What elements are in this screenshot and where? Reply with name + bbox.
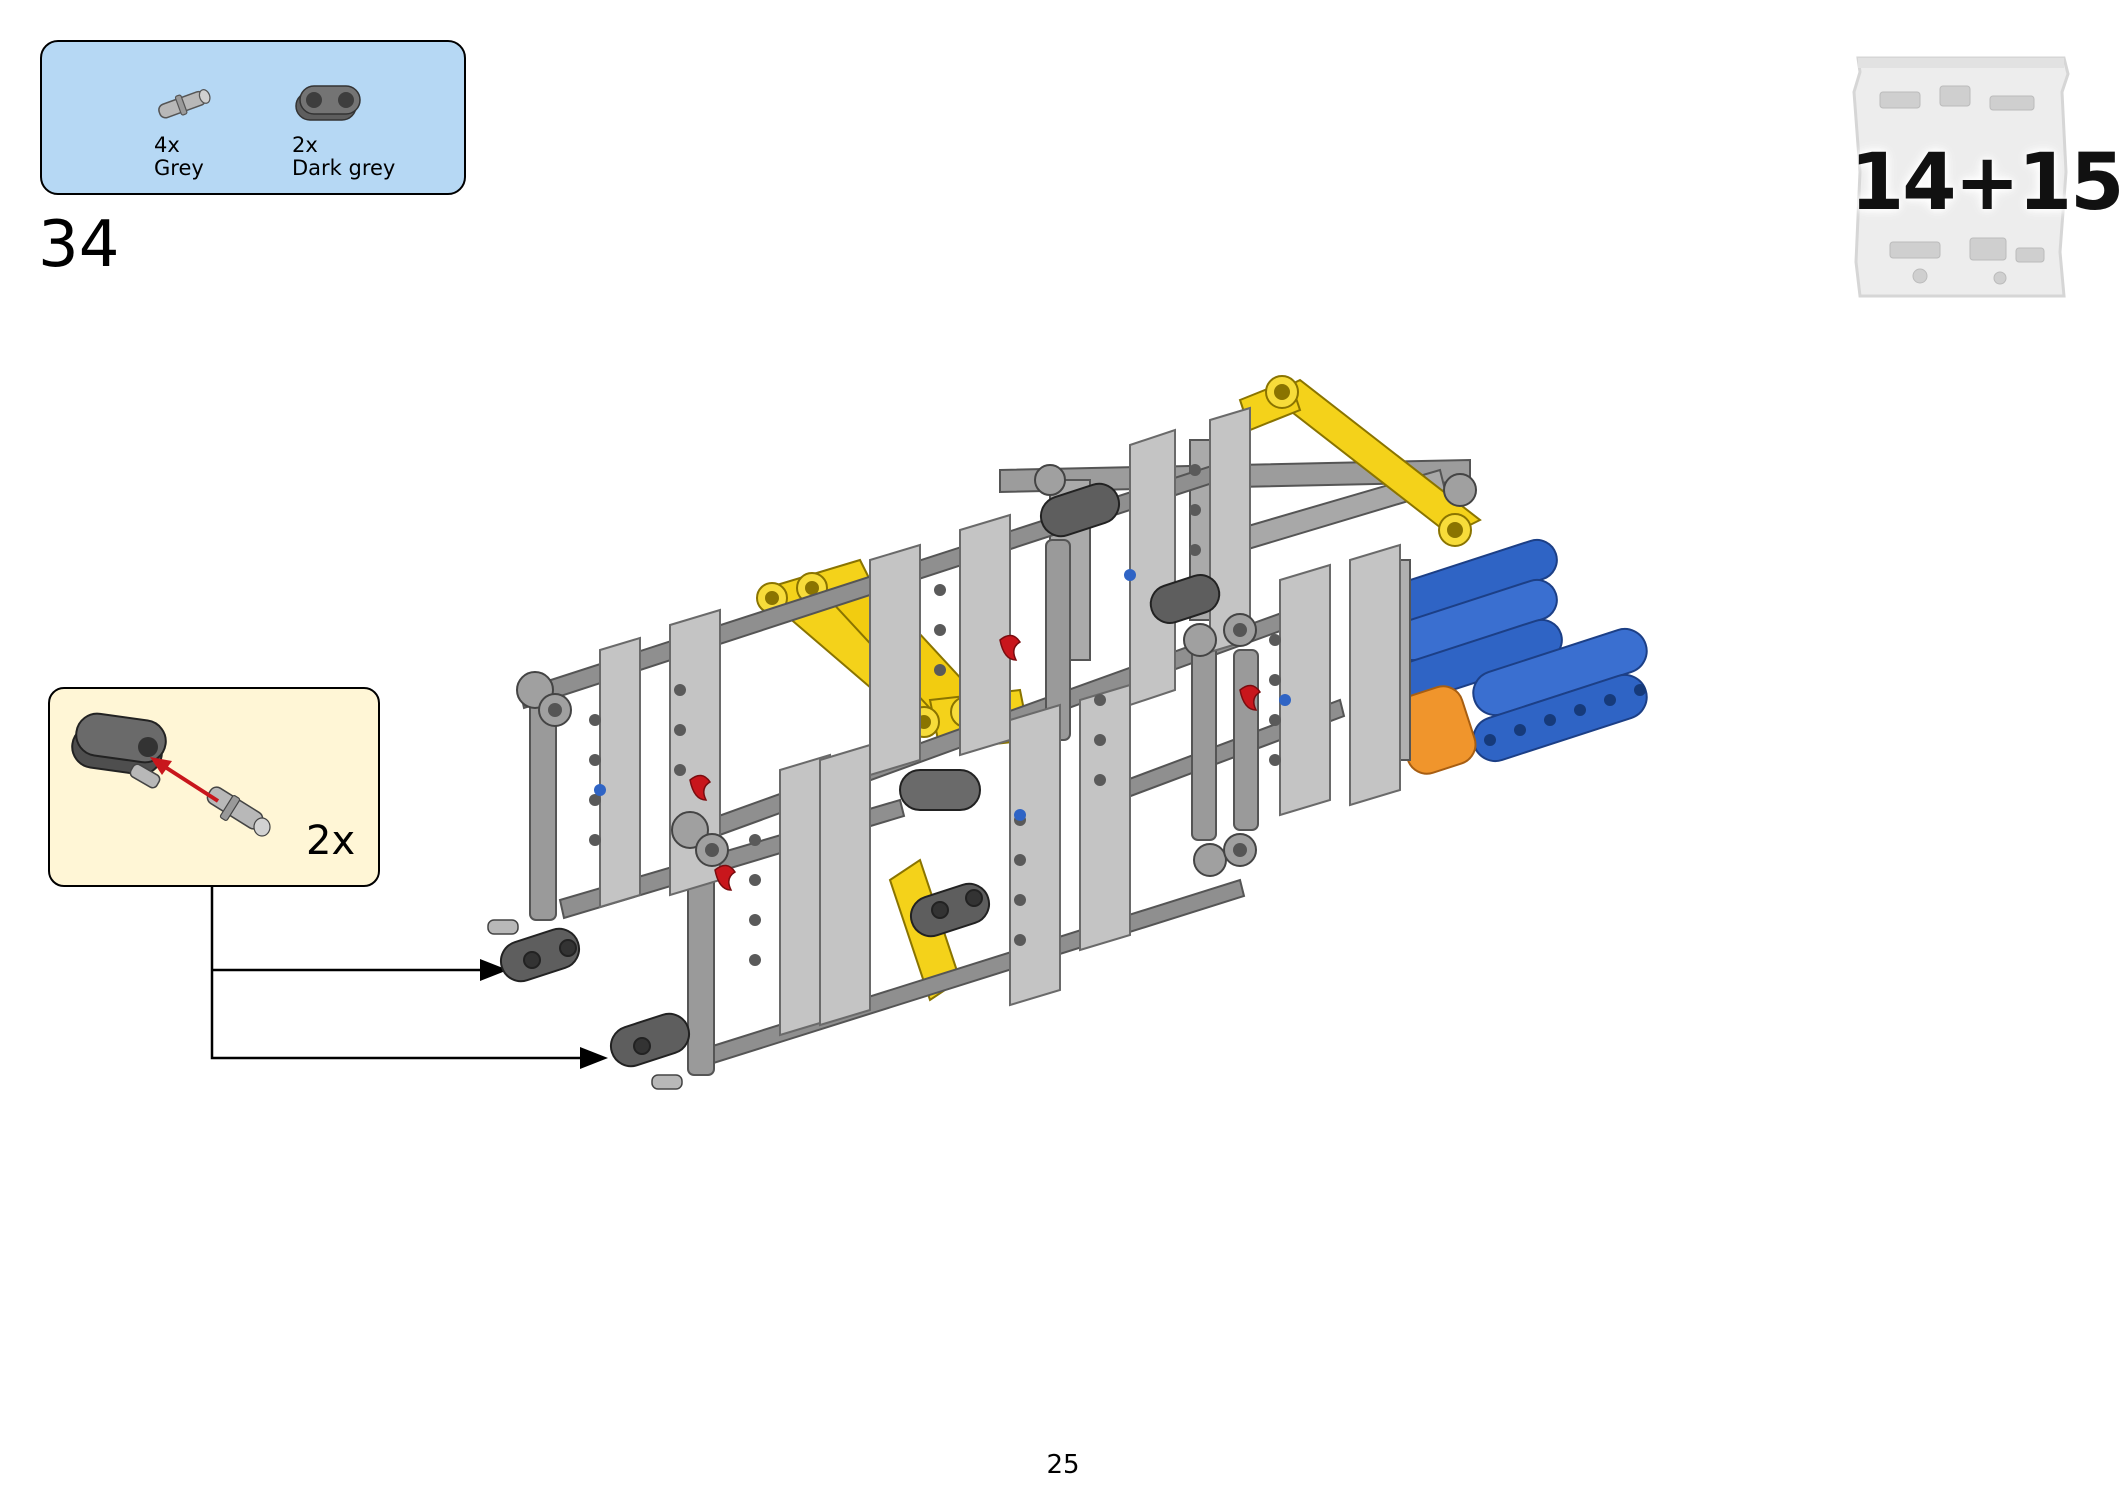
- parts-bag-icon: [1852, 56, 2070, 298]
- beam-holes: [589, 464, 1281, 966]
- callout-multiplier: 2x: [306, 818, 356, 864]
- parts-qty: 4x: [154, 133, 180, 157]
- page-number: 25: [1046, 1450, 1080, 1480]
- callout-illustration: [71, 712, 271, 837]
- red-pins: [689, 634, 1262, 891]
- grey-pin-icon: [129, 763, 271, 837]
- blue-beams: [1392, 538, 1648, 763]
- connector-holes: [548, 623, 1247, 857]
- parts-list-box: 4x Grey 2x Dark grey: [40, 40, 466, 195]
- blue-pins: [594, 569, 1291, 821]
- arrowhead-icon: [480, 959, 508, 981]
- red-arrow-icon: [150, 757, 220, 803]
- dark-grey-beam-icon: [295, 85, 361, 121]
- grey-pins: [487, 919, 683, 1090]
- step-number: 34: [38, 208, 120, 282]
- sub-assembly-callout: 2x: [48, 687, 380, 887]
- parts-color: Dark grey: [292, 156, 396, 180]
- callout-connector-line: [210, 887, 600, 1060]
- parts-color: Grey: [154, 156, 204, 180]
- light-grey-beams: [599, 406, 1401, 1037]
- parts-qty: 2x: [292, 133, 318, 157]
- grey-pin-icon: [158, 89, 211, 119]
- dark-grey-connectors: [499, 482, 1221, 1068]
- arrowhead-icon: [580, 1047, 608, 1069]
- dark-grey-beam-icon: [71, 712, 167, 776]
